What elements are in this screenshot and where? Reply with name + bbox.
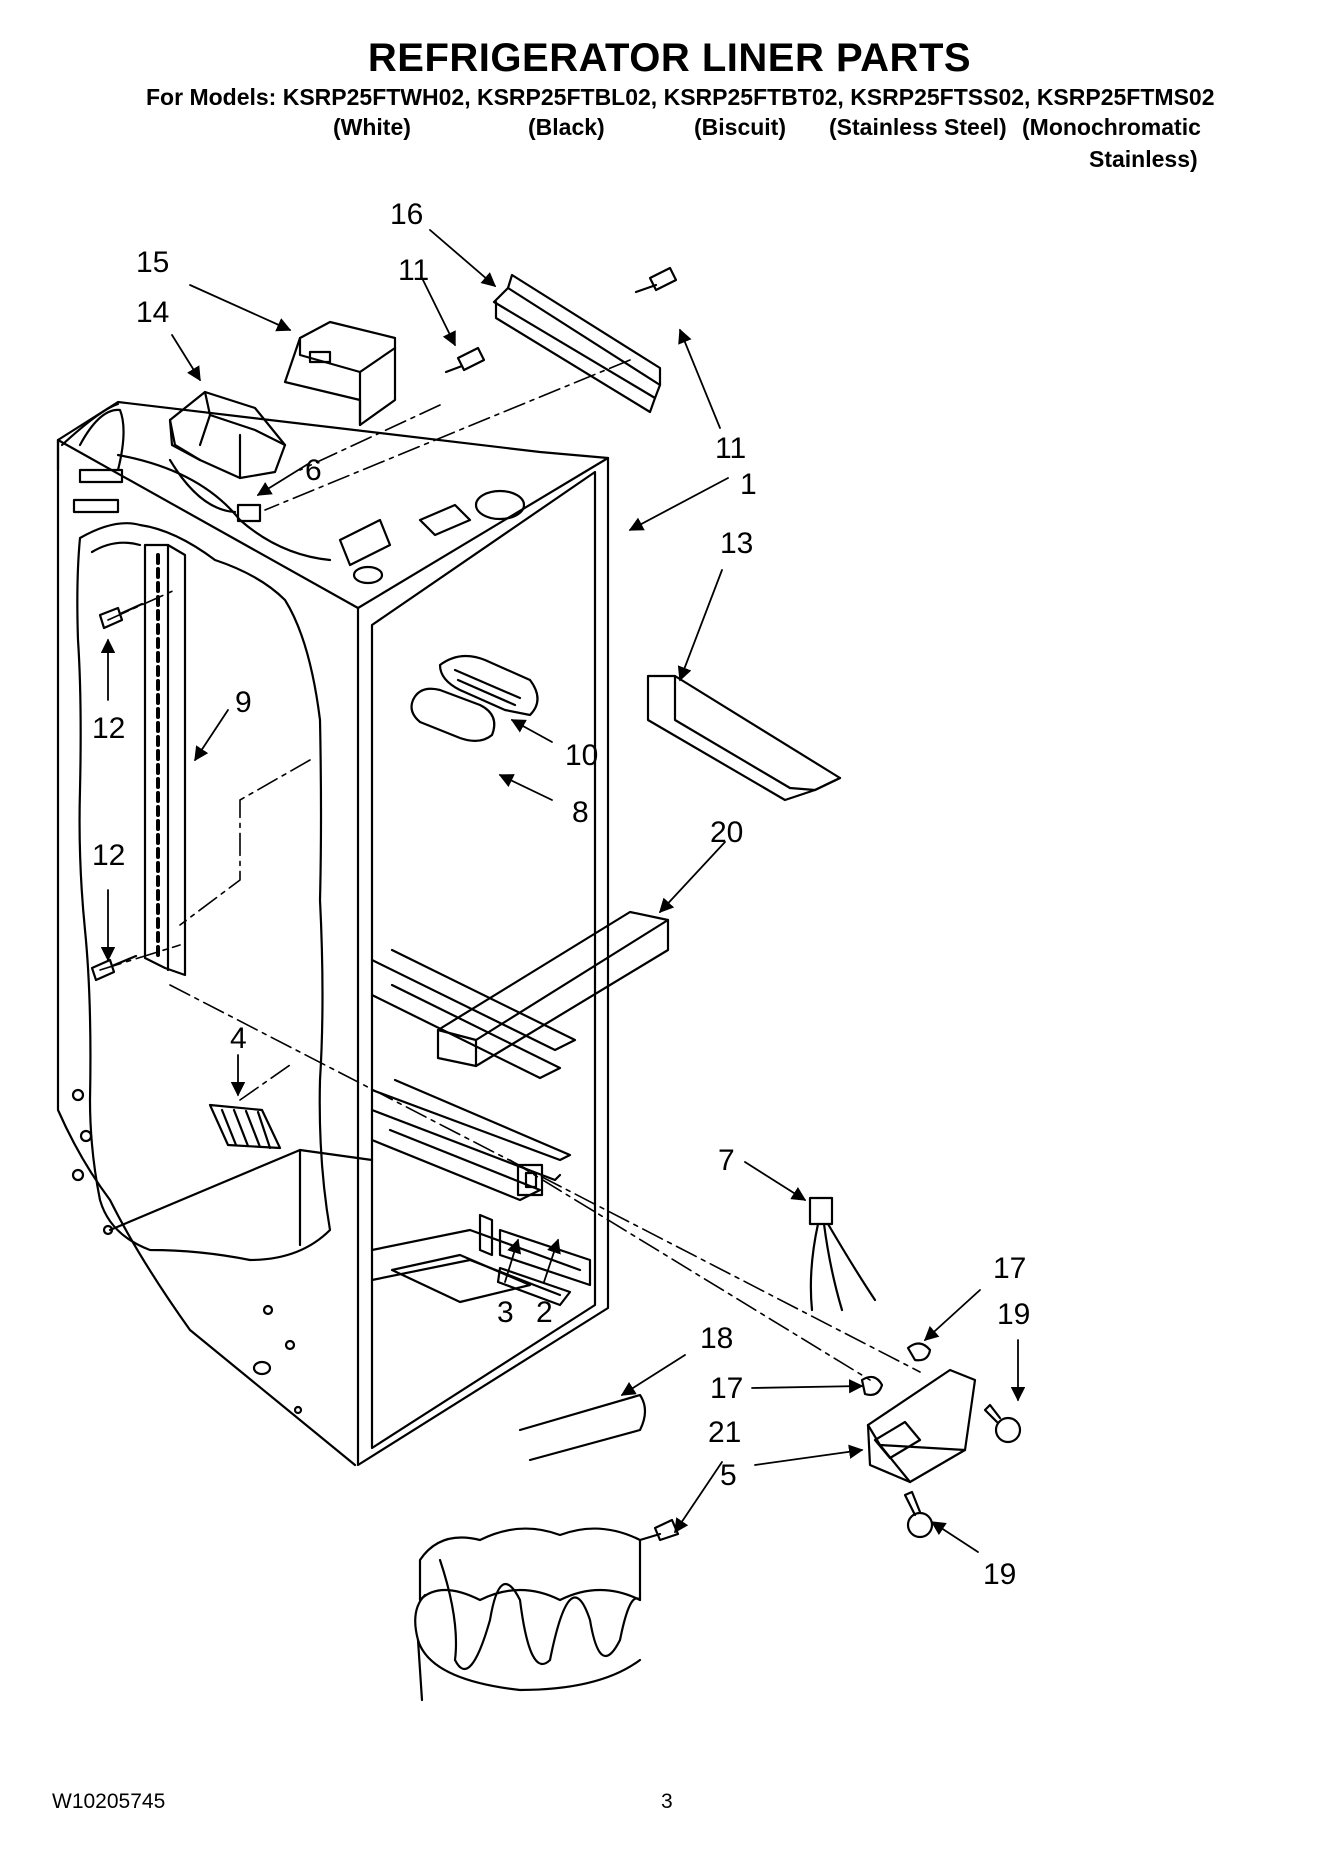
callout-16: 16 bbox=[390, 198, 423, 231]
callout-3: 3 bbox=[497, 1296, 514, 1329]
part-19-bulb-right bbox=[983, 1403, 1022, 1444]
callout-8: 8 bbox=[572, 796, 589, 829]
callout-19-lower: 19 bbox=[983, 1558, 1016, 1591]
part-15-bracket bbox=[283, 320, 397, 427]
part-9-shelf-ladder bbox=[143, 543, 187, 977]
liner-cabinet bbox=[56, 400, 610, 1467]
part-8-control-overlay bbox=[410, 687, 496, 742]
callout-6: 6 bbox=[305, 454, 322, 487]
callout-4: 4 bbox=[230, 1022, 247, 1055]
variant-black: (Black) bbox=[528, 114, 605, 140]
callout-15: 15 bbox=[136, 246, 169, 279]
callout-17-upper: 17 bbox=[993, 1252, 1026, 1285]
variant-monochromatic: (Monochromatic bbox=[1022, 114, 1201, 140]
models-line: For Models: KSRP25FTWH02, KSRP25FTBL02, … bbox=[146, 84, 1215, 110]
callout-11-upper: 11 bbox=[398, 254, 429, 287]
callout-11-right: 11 bbox=[715, 432, 746, 465]
leader-arrows bbox=[100, 229, 1026, 1553]
part-17-clip-upper bbox=[906, 1342, 932, 1362]
callout-9: 9 bbox=[235, 686, 252, 719]
part-19-bulb-lower bbox=[903, 1490, 934, 1539]
assembly-lines bbox=[99, 359, 921, 1381]
callout-7: 7 bbox=[718, 1144, 735, 1177]
callout-18: 18 bbox=[700, 1322, 733, 1355]
callout-labels: 1 2 3 4 5 6 7 8 9 10 11 11 12 12 13 14 1… bbox=[92, 198, 1030, 1591]
variant-stainless: (Stainless Steel) bbox=[829, 114, 1007, 140]
callout-20: 20 bbox=[710, 816, 743, 849]
callout-10: 10 bbox=[565, 739, 598, 772]
part-21-screw bbox=[638, 1518, 680, 1542]
part-18-defrost-heater bbox=[414, 1393, 647, 1702]
part-20-cross-rail bbox=[436, 910, 670, 1068]
document-number: W10205745 bbox=[52, 1790, 166, 1813]
part-17-clip-lower bbox=[860, 1375, 884, 1397]
variant-monochromatic-line2: Stainless) bbox=[1089, 146, 1198, 172]
callout-12-lower: 12 bbox=[92, 839, 125, 872]
part-11-screw-upper bbox=[634, 266, 678, 294]
variant-biscuit: (Biscuit) bbox=[694, 114, 786, 140]
callout-2: 2 bbox=[536, 1296, 553, 1329]
part-6-wire-connector bbox=[168, 458, 262, 523]
callout-21: 21 bbox=[708, 1416, 741, 1449]
page-number: 3 bbox=[661, 1790, 673, 1813]
callout-19-upper: 19 bbox=[997, 1298, 1030, 1331]
page-title: REFRIGERATOR LINER PARTS bbox=[367, 36, 972, 80]
part-10-control-label bbox=[438, 654, 539, 717]
part-5-light-housing bbox=[866, 1368, 977, 1484]
part-16-top-trim bbox=[492, 273, 662, 414]
callout-12-upper: 12 bbox=[92, 712, 125, 745]
part-12-screw-lower bbox=[90, 954, 138, 982]
callout-14: 14 bbox=[136, 296, 169, 329]
part-7-wire-harness bbox=[808, 1196, 877, 1312]
callout-1: 1 bbox=[740, 468, 757, 501]
part-14-thermostat-housing bbox=[168, 390, 287, 480]
callout-17-lower: 17 bbox=[710, 1372, 743, 1405]
callout-13: 13 bbox=[720, 527, 753, 560]
callout-5: 5 bbox=[720, 1459, 737, 1492]
part-4-air-grille bbox=[208, 1103, 282, 1150]
part-11-screw-lower bbox=[444, 346, 486, 374]
part-13-rear-cover bbox=[646, 674, 842, 802]
variant-white: (White) bbox=[333, 114, 411, 140]
